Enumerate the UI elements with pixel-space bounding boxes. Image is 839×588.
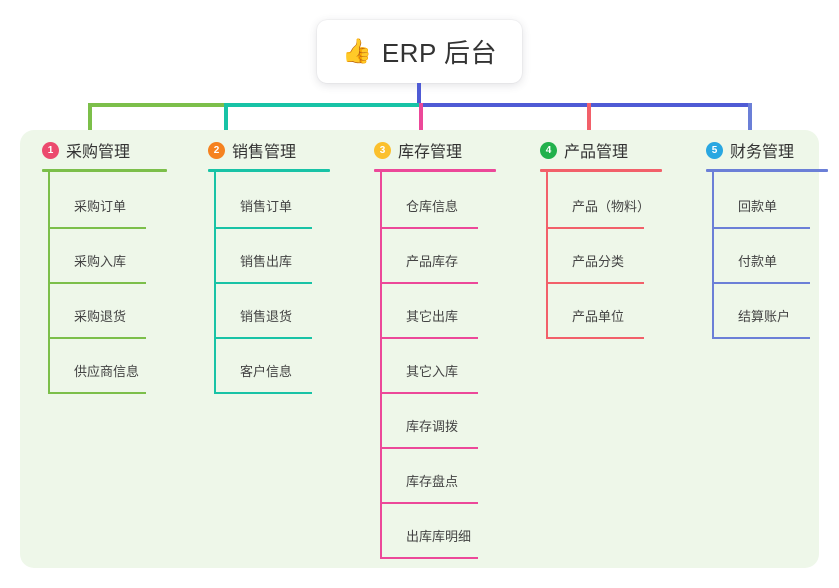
column-header-sales[interactable]: 2 销售管理 — [186, 130, 296, 170]
drop-product — [587, 103, 591, 147]
drop-finance — [748, 103, 752, 147]
column-title-inventory: 库存管理 — [398, 144, 463, 161]
list-item-underline — [546, 337, 644, 339]
list-item-label: 销售订单 — [240, 199, 293, 214]
list-item-label: 产品（物料） — [572, 199, 651, 214]
badge-purchase: 1 — [42, 141, 59, 159]
list-item-underline — [712, 337, 810, 339]
list-item-underline — [380, 337, 478, 339]
column-title-product: 产品管理 — [564, 144, 629, 161]
list-item-underline — [380, 282, 478, 284]
segment-teal — [224, 103, 419, 107]
list-item-underline — [380, 502, 478, 504]
column-underline-product — [540, 169, 662, 172]
badge-inventory: 3 — [374, 141, 391, 159]
badge-product: 4 — [540, 141, 557, 159]
column-underline-finance — [706, 169, 828, 172]
root-node-label: ERP 后台 — [381, 38, 498, 68]
list-item-label: 结算账户 — [738, 309, 791, 324]
list-item-label: 产品库存 — [406, 254, 459, 269]
column-finance: 5 财务管理回款单付款单结算账户 — [684, 130, 828, 339]
column-purchase: 1 采购管理采购订单采购入库采购退货供应商信息 — [20, 130, 167, 394]
list-item-label: 采购入库 — [74, 254, 127, 269]
list-item-label: 销售退货 — [240, 309, 293, 324]
column-product: 4 产品管理产品（物料） 产品分类产品单位 — [518, 130, 662, 339]
column-title-purchase: 采购管理 — [66, 144, 131, 161]
list-item-label: 其它入库 — [406, 364, 459, 379]
column-inventory: 3 库存管理仓库信息产品库存其它出库其它入库库存调拨库存盘点出库库明细 — [352, 130, 496, 559]
list-item-label: 付款单 — [738, 254, 778, 269]
list-item-underline — [380, 227, 478, 229]
list-item-underline — [712, 282, 810, 284]
column-title-finance: 财务管理 — [730, 144, 795, 161]
column-header-inventory[interactable]: 3 库存管理 — [352, 130, 462, 170]
column-spine-finance — [712, 172, 714, 337]
column-spine-inventory — [380, 172, 382, 557]
list-item-underline — [48, 282, 146, 284]
list-item-underline — [214, 337, 312, 339]
list-item-underline — [380, 557, 478, 559]
root-stem-connector — [417, 83, 421, 106]
column-header-purchase[interactable]: 1 采购管理 — [20, 130, 130, 170]
list-item-label: 销售出库 — [240, 254, 293, 269]
thumbs-up-icon: 👍 — [341, 37, 372, 65]
list-item-underline — [380, 447, 478, 449]
segment-blue — [419, 103, 752, 107]
root-node-card[interactable]: 👍 ERP 后台 — [317, 20, 522, 83]
list-item-label: 库存调拨 — [406, 419, 459, 434]
column-sales: 2 销售管理销售订单销售出库销售退货客户信息 — [186, 130, 330, 394]
list-item-underline — [48, 227, 146, 229]
column-spine-product — [546, 172, 548, 337]
badge-finance: 5 — [706, 141, 723, 159]
column-header-product[interactable]: 4 产品管理 — [518, 130, 628, 170]
list-item-underline — [214, 392, 312, 394]
list-item-label: 客户信息 — [240, 364, 293, 379]
list-item-underline — [214, 227, 312, 229]
drop-purchase — [88, 103, 92, 147]
list-item-label: 其它出库 — [406, 309, 459, 324]
column-header-finance[interactable]: 5 财务管理 — [684, 130, 794, 170]
list-item-underline — [48, 337, 146, 339]
column-underline-inventory — [374, 169, 496, 172]
list-item-label: 出库库明细 — [406, 529, 472, 544]
list-item-underline — [546, 227, 644, 229]
list-item-label: 回款单 — [738, 199, 778, 214]
list-item-underline — [48, 392, 146, 394]
column-underline-purchase — [42, 169, 167, 172]
list-item-underline — [380, 392, 478, 394]
list-item-underline — [214, 282, 312, 284]
column-title-sales: 销售管理 — [232, 144, 297, 161]
list-item-label: 产品分类 — [572, 254, 625, 269]
diagram-panel: 1 采购管理采购订单采购入库采购退货供应商信息 2 销售管理销售订单销售出库销售退货客… — [20, 130, 828, 568]
drop-sales — [224, 103, 228, 147]
list-item-label: 仓库信息 — [406, 199, 459, 214]
list-item-label: 产品单位 — [572, 309, 625, 324]
segment-green — [88, 103, 224, 107]
list-item-label: 采购订单 — [74, 199, 127, 214]
badge-sales: 2 — [208, 141, 225, 159]
list-item-label: 库存盘点 — [406, 474, 459, 489]
list-item-underline — [546, 282, 644, 284]
list-item-label: 采购退货 — [74, 309, 127, 324]
list-item-underline — [712, 227, 810, 229]
drop-inventory — [419, 103, 423, 147]
list-item-label: 供应商信息 — [74, 364, 140, 379]
column-underline-sales — [208, 169, 330, 172]
